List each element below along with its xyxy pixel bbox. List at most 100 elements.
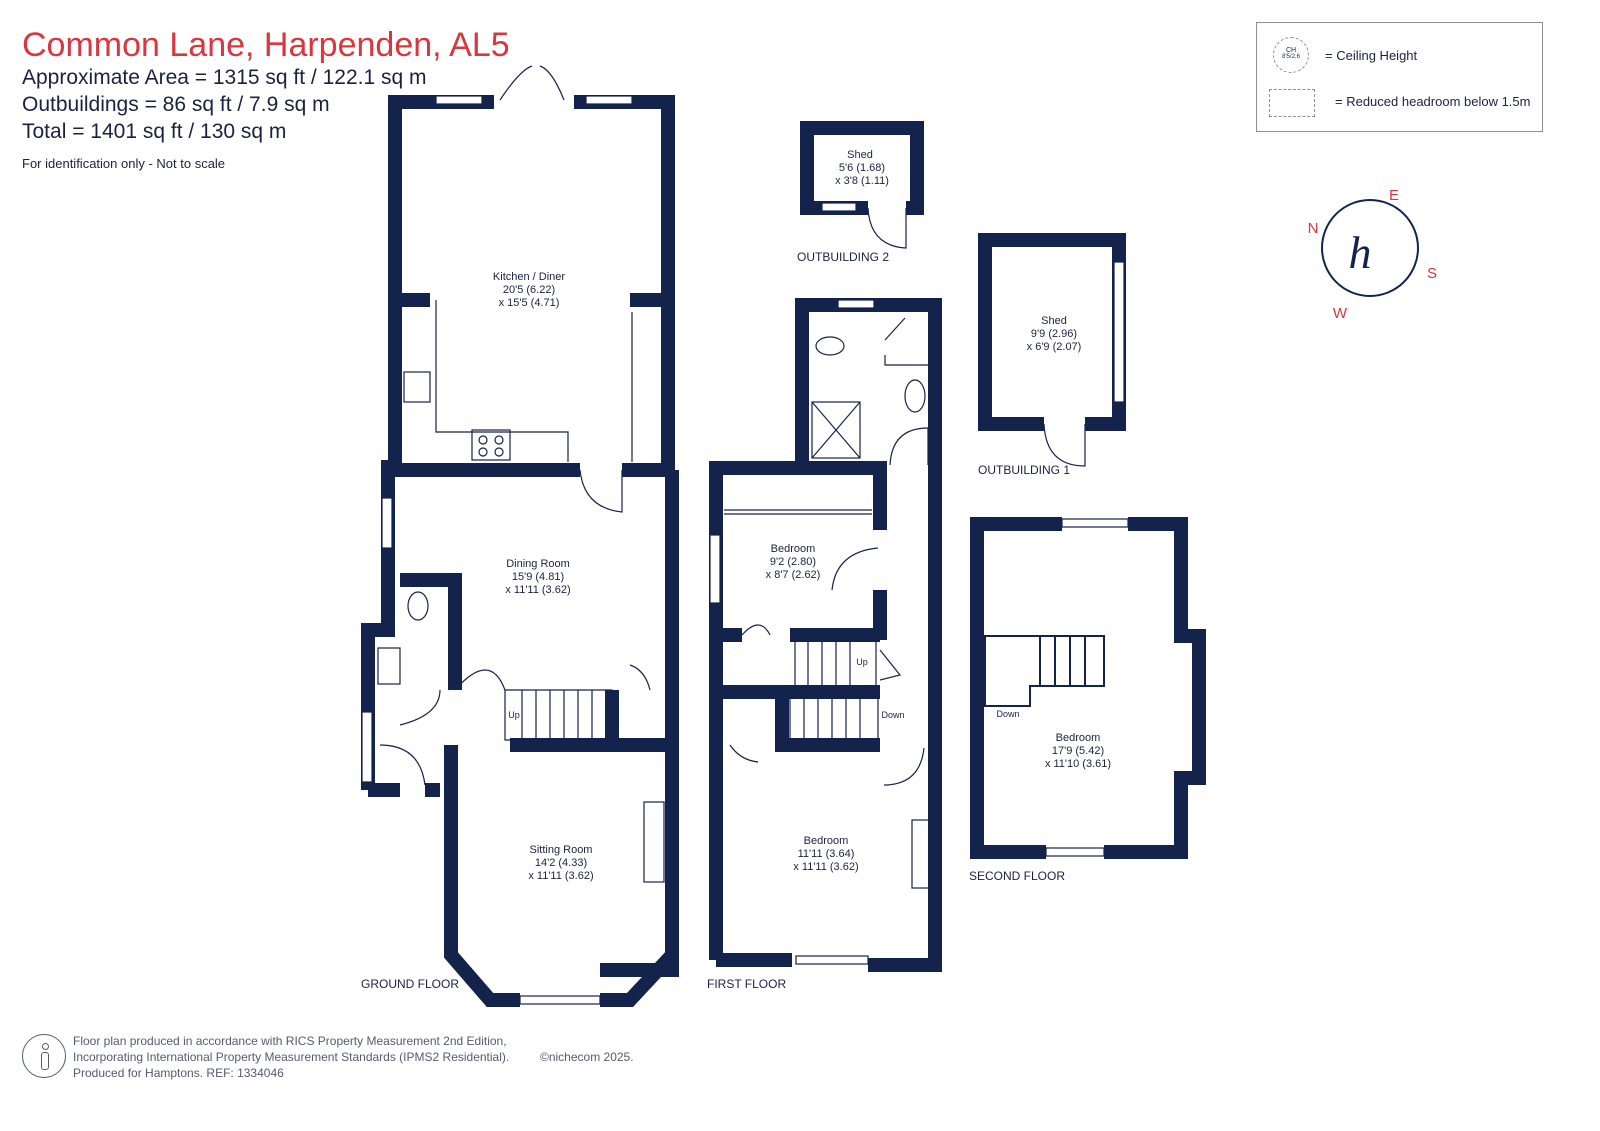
info-icon xyxy=(22,1034,66,1078)
footer-line-2: Incorporating International Property Mea… xyxy=(73,1050,510,1064)
logo-text: h xyxy=(1349,227,1372,278)
compass-n: N xyxy=(1308,220,1319,237)
ceiling-height-label: = Ceiling Height xyxy=(1325,48,1418,63)
shed1-dim1: 9'9 (2.96) xyxy=(1031,328,1077,340)
first-stairs-down-label: Down xyxy=(881,710,904,720)
shed2-door xyxy=(867,207,907,249)
window-bed3-n xyxy=(1061,518,1129,528)
second-east-wall xyxy=(1104,517,1206,859)
sitting-bay-east xyxy=(600,950,678,1007)
page-title: Common Lane, Harpenden, AL5 xyxy=(22,26,510,64)
shed2-dim2: x 3'8 (1.11) xyxy=(835,175,889,187)
window-hall xyxy=(361,711,373,783)
approximate-area: Approximate Area = 1315 sq ft / 122.1 sq… xyxy=(22,66,427,89)
total-area: Total = 1401 sq ft / 130 sq m xyxy=(22,120,287,143)
ceiling-symbol-top: CH xyxy=(1285,47,1297,54)
shed2-dim1: 5'6 (1.68) xyxy=(839,162,885,174)
not-to-scale-note: For identification only - Not to scale xyxy=(22,156,226,171)
kitchen-counter-wall-e xyxy=(630,293,675,470)
wc-wall xyxy=(400,573,462,690)
ground-east-wall xyxy=(600,470,679,977)
cupboard-door xyxy=(629,664,651,691)
bath-basin-icon xyxy=(904,379,926,413)
outbuilding-1 xyxy=(978,233,1126,467)
second-floor xyxy=(970,517,1206,859)
sitting-dim1: 14'2 (4.33) xyxy=(535,857,587,869)
window-k2 xyxy=(585,95,633,105)
bath-door xyxy=(889,427,929,466)
kitchen-wall-west xyxy=(388,95,494,465)
dining-dim2: x 11'11 (3.62) xyxy=(505,584,570,596)
first-floor-label: FIRST FLOOR xyxy=(707,977,786,991)
window-bed1 xyxy=(709,534,721,604)
compass-w: W xyxy=(1333,305,1348,322)
bed1-door xyxy=(831,547,879,591)
reduced-headroom-label: = Reduced headroom below 1.5m xyxy=(1335,94,1531,109)
ground-floor-label: GROUND FLOOR xyxy=(361,977,459,991)
kitchen-counter xyxy=(435,300,569,462)
second-stairs-down-label: Down xyxy=(996,709,1019,719)
sitting-name: Sitting Room xyxy=(530,844,593,856)
kitchen-dim1: 20'5 (6.22) xyxy=(503,284,555,296)
first-stairs-up xyxy=(794,639,877,687)
sink-icon xyxy=(403,371,431,403)
toilet-icon xyxy=(407,591,429,621)
footer-line-3: Produced for Hamptons. REF: 1334046 xyxy=(73,1066,284,1080)
first-stairs-down xyxy=(789,691,879,741)
window-bay xyxy=(519,995,601,1005)
outbuilding1-label: OUTBUILDING 1 xyxy=(978,463,1070,477)
window-bed2 xyxy=(795,955,869,965)
reduced-headroom-icon xyxy=(1269,89,1315,117)
dining-dim1: 15'9 (4.81) xyxy=(512,571,564,583)
window-dining xyxy=(381,497,393,549)
copyright: ©nichecom 2025. xyxy=(540,1050,634,1064)
bed3-name: Bedroom xyxy=(1056,732,1101,744)
second-stairs xyxy=(984,635,1105,707)
bath-cupboard xyxy=(884,317,930,366)
sitting-dim2: x 11'11 (3.62) xyxy=(528,870,593,882)
compass: h N E S W xyxy=(1308,187,1437,322)
wc-door xyxy=(454,669,506,691)
second-floor-label: SECOND FLOOR xyxy=(969,869,1065,883)
bed2-cupboard-door xyxy=(729,744,759,763)
legend: CH 8'5/2.6 = Ceiling Height = Reduced he… xyxy=(1256,22,1543,132)
second-west-wall xyxy=(970,517,1062,859)
dining-name: Dining Room xyxy=(506,558,570,570)
kitchen-door xyxy=(579,469,623,513)
outbuildings-area: Outbuildings = 86 sq ft / 7.9 sq m xyxy=(22,93,330,116)
window-k1 xyxy=(435,95,483,105)
footer-line-1: Floor plan produced in accordance with R… xyxy=(73,1034,507,1048)
french-doors xyxy=(499,65,565,101)
ceiling-symbol-bottom: 8'5/2.6 xyxy=(1282,54,1300,60)
window-bath xyxy=(837,299,875,309)
kitchen-dim2: x 15'5 (4.71) xyxy=(499,297,560,309)
hall-door xyxy=(399,689,441,726)
kitchen-name: Kitchen / Diner xyxy=(493,271,565,283)
bed3-dim1: 17'9 (5.42) xyxy=(1052,745,1104,757)
landing-door xyxy=(879,649,902,681)
fireplace-bed2 xyxy=(911,819,931,889)
shed2-name: Shed xyxy=(847,149,873,161)
ground-floor xyxy=(361,95,679,1007)
sitting-west-wall xyxy=(444,745,520,1007)
bed1-name: Bedroom xyxy=(771,543,816,555)
outbuilding-2 xyxy=(800,121,924,249)
compass-e: E xyxy=(1389,187,1399,204)
bed1-dim2: x 8'7 (2.62) xyxy=(766,569,821,581)
cupboard-door-first xyxy=(741,624,771,636)
shed1-dim2: x 6'9 (2.07) xyxy=(1027,341,1082,353)
ceiling-height-icon: CH 8'5/2.6 xyxy=(1273,37,1309,73)
bed2-dim2: x 11'11 (3.62) xyxy=(793,861,858,873)
first-west-wall xyxy=(709,461,887,960)
bed2-name: Bedroom xyxy=(804,835,849,847)
shower-icon xyxy=(811,401,861,459)
fireplace-sitting xyxy=(643,801,665,883)
bed2-dim1: 11'11 (3.64) xyxy=(798,848,855,860)
bed2-door xyxy=(883,747,925,786)
hob-icon xyxy=(471,429,511,461)
bed3-dim2: x 11'10 (3.61) xyxy=(1045,758,1111,770)
wardrobe xyxy=(724,509,872,515)
ground-details xyxy=(361,65,665,1005)
ground-stairs xyxy=(504,689,613,741)
